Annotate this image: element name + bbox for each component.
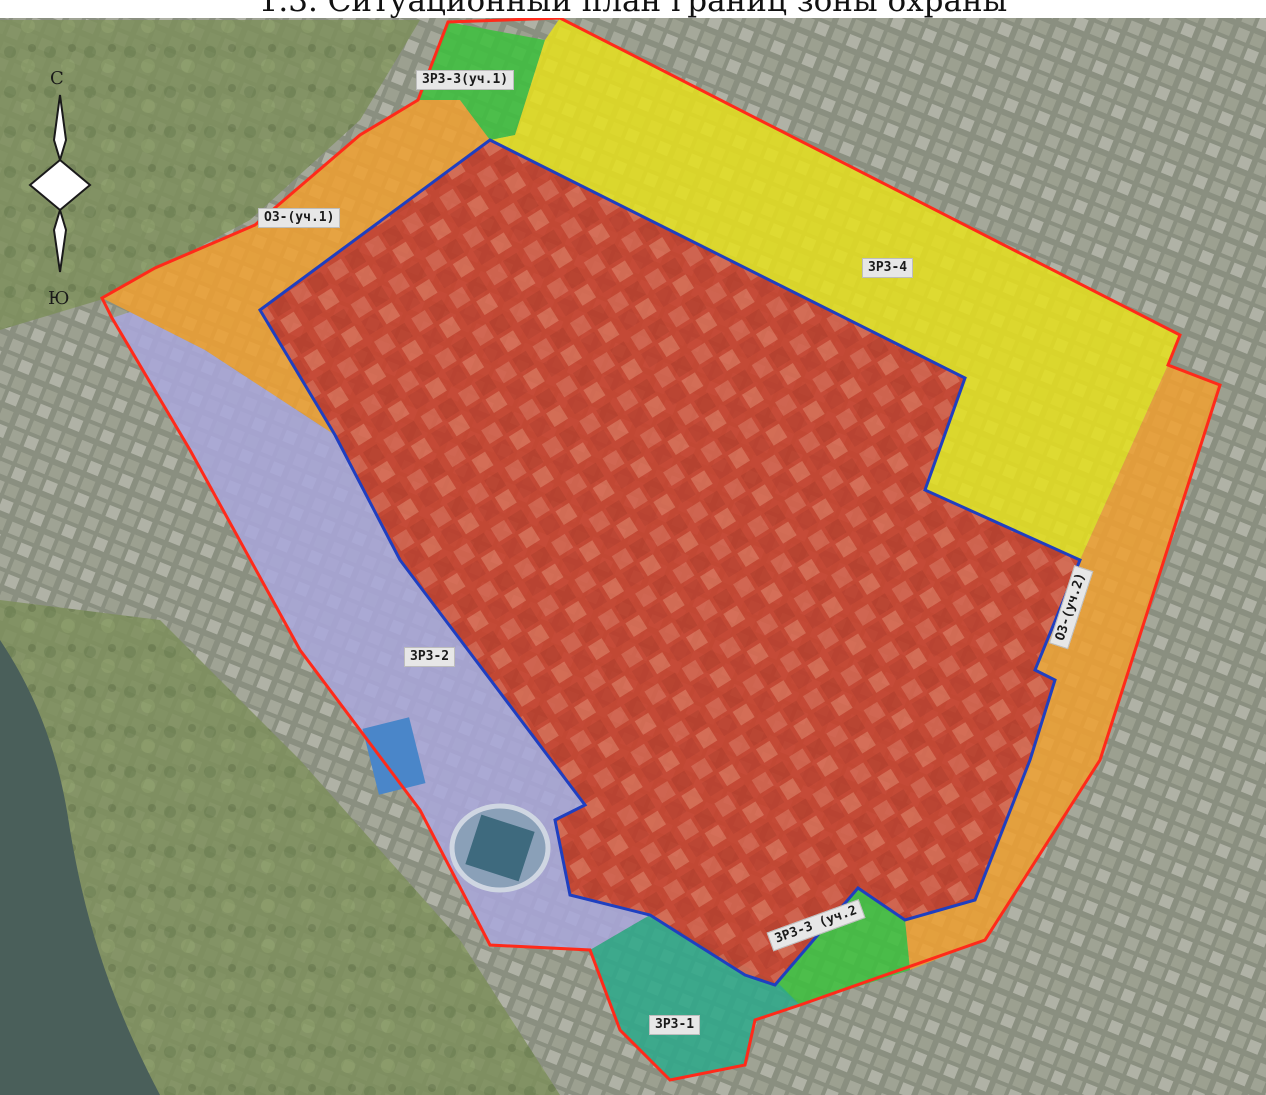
- zone-zrz1: [590, 915, 800, 1080]
- zone-label-zrz3-1: ЗРЗ-3(уч.1): [416, 70, 515, 90]
- compass-south-label: Ю: [48, 288, 70, 309]
- zone-zrz4: [490, 18, 1180, 560]
- outer-boundary: [100, 16, 1222, 1082]
- zone-label-oz-1: ОЗ-(уч.1): [258, 208, 341, 228]
- stadium-field: [465, 814, 535, 882]
- river: [0, 640, 160, 1095]
- zone-label-zrz4: ЗРЗ-4: [862, 258, 914, 278]
- zone-oz-1: [102, 100, 490, 435]
- zone-zrz2: [112, 312, 650, 950]
- zone-label-zrz2: ЗРЗ-2: [404, 647, 456, 667]
- compass-icon: [28, 94, 92, 273]
- vegetation-area-south: [0, 600, 560, 1095]
- sports-hall: [362, 717, 426, 795]
- zone-label-zrz1: ЗРЗ-1: [649, 1015, 701, 1035]
- compass-north-label: С: [50, 68, 64, 89]
- title-strip: 1.3. Ситуационный план границ зоны охран…: [0, 0, 1266, 18]
- vegetation-area: [0, 20, 420, 330]
- zone-oz-2: [905, 365, 1220, 970]
- zone-core: [258, 138, 1082, 987]
- zone-zrz3-2: [775, 888, 910, 1005]
- page-title: 1.3. Ситуационный план границ зоны охран…: [258, 0, 1008, 18]
